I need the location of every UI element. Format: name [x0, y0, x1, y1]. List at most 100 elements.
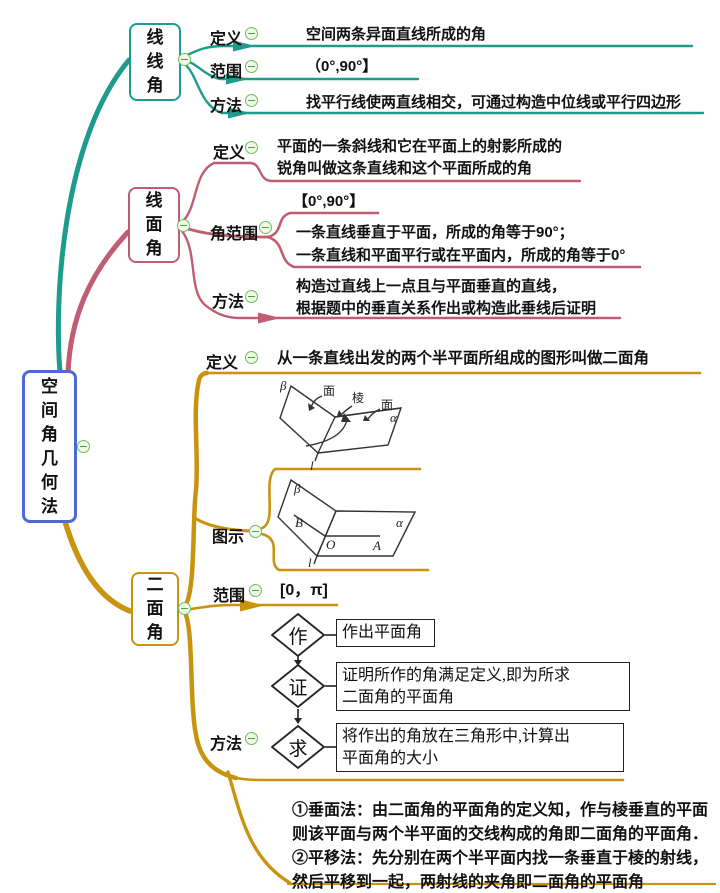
- diagram-strokes: [279, 384, 403, 462]
- dihedral-angle-diagram-2: β B O A α l: [268, 477, 428, 570]
- flow-desc-line: 证明所作的角满足定义,即为所求: [342, 667, 571, 684]
- node-line-plane-angle[interactable]: 线面角: [128, 187, 180, 263]
- line-l-label: l: [308, 555, 312, 570]
- collapse-icon[interactable]: [245, 732, 258, 745]
- collapse-icon[interactable]: [245, 351, 258, 364]
- row-content: 构造过直线上一点且与平面垂直的直线， 根据题中的垂直关系作出或构造此垂线后证明: [296, 276, 596, 320]
- collapse-icon[interactable]: [245, 290, 258, 303]
- minus-glyph: [181, 607, 188, 609]
- point-a-label: A: [373, 538, 381, 553]
- plane-beta-label: β: [280, 378, 287, 393]
- node-title: 线线角: [146, 28, 164, 95]
- root-node-title: 空间角几何法: [41, 376, 58, 516]
- gold-branch-lines: [61, 370, 717, 886]
- flow-step-compute: 求: [271, 725, 325, 769]
- row-label-method: 方法: [212, 294, 245, 311]
- content-line: 平面的一条斜线和它在平面上的射影所成的: [277, 138, 563, 155]
- row-label-definition: 定义: [210, 31, 243, 48]
- minus-glyph: [248, 356, 255, 358]
- flow-desc-prove: 证明所作的角满足定义,即为所求 二面角的平面角: [336, 662, 630, 711]
- plane-alpha-label: α: [396, 515, 403, 530]
- plane-beta-label: β: [294, 481, 301, 496]
- collapse-icon[interactable]: [245, 60, 258, 73]
- face-label-left: 面: [323, 384, 336, 398]
- row-label-range: 范围: [210, 64, 243, 81]
- flow-step-make: 作: [271, 613, 325, 657]
- flow-step-label: 求: [288, 738, 308, 760]
- row-label-method: 方法: [210, 736, 243, 753]
- minus-glyph: [248, 32, 255, 34]
- minus-glyph: [181, 58, 188, 60]
- edge-label: 棱: [352, 391, 365, 405]
- node-dihedral-angle[interactable]: 二面角: [131, 572, 179, 646]
- collapse-icon[interactable]: [249, 584, 262, 597]
- minus-glyph: [252, 589, 259, 591]
- row-label-definition: 定义: [213, 145, 246, 162]
- row-content: 一条直线垂直于平面，所成的角等于90°； 一条直线和平面平行或在平面内，所成的角…: [296, 221, 625, 267]
- flow-desc-compute: 将作出的角放在三角形中,计算出 平面角的大小: [336, 723, 624, 772]
- content-line: 构造过直线上一点且与平面垂直的直线，: [296, 278, 567, 295]
- content-line: 根据题中的垂直关系作出或构造此垂线后证明: [296, 300, 597, 317]
- minus-glyph: [180, 224, 187, 226]
- flow-desc-make: 作出平面角: [336, 619, 435, 647]
- point-o-label: O: [326, 537, 336, 552]
- note-line: ①垂面法：由二面角的平面角的定义知，作与棱垂直的平面: [292, 802, 709, 819]
- row-label-range: 范围: [213, 588, 246, 605]
- minus-glyph: [262, 226, 269, 228]
- pink-arrowheads: [258, 312, 281, 324]
- minus-glyph: [248, 737, 255, 739]
- row-label-definition: 定义: [206, 355, 239, 372]
- collapse-icon[interactable]: [245, 94, 258, 107]
- row-content: 从一条直线出发的两个半平面所组成的图形叫做二面角: [277, 350, 650, 367]
- minus-glyph: [248, 295, 255, 297]
- collapse-icon[interactable]: [249, 525, 262, 538]
- flowchart-arrowheads: [294, 660, 302, 724]
- line-l-label: l: [310, 458, 314, 473]
- note-line: ②平移法：先分别在两个半平面内找一条垂直于棱的射线，: [292, 850, 709, 867]
- content-line: 锐角叫做这条直线和这个平面所成的角: [277, 160, 533, 177]
- minus-glyph: [248, 146, 255, 148]
- node-title: 二面角: [146, 575, 164, 642]
- collapse-icon[interactable]: [245, 27, 258, 40]
- flow-step-label: 证: [288, 677, 308, 699]
- minus-glyph: [248, 65, 255, 67]
- note-line: 然后平移到一起，两射线的夹角即二面角的平面角: [292, 874, 645, 891]
- row-content: [0，π]: [280, 582, 328, 599]
- flow-desc-line: 平面角的大小: [342, 750, 439, 767]
- method-notes: ①垂面法：由二面角的平面角的定义知，作与棱垂直的平面 则该平面与两个半平面的交线…: [292, 799, 708, 893]
- row-content: 【0°,90°】: [293, 193, 365, 210]
- collapse-icon[interactable]: [178, 602, 191, 615]
- collapse-icon[interactable]: [177, 219, 190, 232]
- collapse-icon[interactable]: [259, 221, 272, 234]
- flow-desc-line: 将作出的角放在三角形中,计算出: [342, 728, 571, 745]
- node-line-line-angle[interactable]: 线线角: [129, 23, 181, 101]
- collapse-icon[interactable]: [245, 141, 258, 154]
- gold-arrowheads: [240, 599, 264, 612]
- minus-glyph: [80, 445, 87, 447]
- point-b-label: B: [295, 515, 303, 530]
- pink-branch-lines: [65, 161, 642, 377]
- row-label-method: 方法: [210, 98, 243, 115]
- content-line: 一条直线垂直于平面，所成的角等于90°；: [296, 224, 574, 241]
- row-label-illustration: 图示: [212, 529, 245, 546]
- row-content: 空间两条异面直线所成的角: [306, 26, 487, 43]
- row-content: 找平行线使两直线相交，可通过构造中位线或平行四边形: [306, 94, 682, 111]
- minus-glyph: [252, 530, 259, 532]
- row-content: （0°,90°】: [306, 58, 378, 75]
- plane-alpha-label: α: [390, 410, 397, 425]
- node-title: 线面角: [145, 191, 163, 258]
- root-node[interactable]: 空间角几何法: [22, 370, 77, 523]
- flow-desc-line: 二面角的平面角: [342, 689, 455, 706]
- teal-arrowheads: [226, 40, 256, 119]
- diagram-strokes: [277, 478, 417, 565]
- collapse-icon[interactable]: [178, 53, 191, 66]
- content-line: 一条直线和平面平行或在平面内，所成的角等于0°: [296, 247, 626, 264]
- row-label-angle-range: 角范围: [210, 226, 259, 243]
- collapse-icon[interactable]: [77, 440, 90, 453]
- flow-step-label: 作: [288, 626, 308, 648]
- minus-glyph: [248, 99, 255, 101]
- flow-step-prove: 证: [271, 664, 325, 708]
- face-label-right: 面: [381, 398, 394, 412]
